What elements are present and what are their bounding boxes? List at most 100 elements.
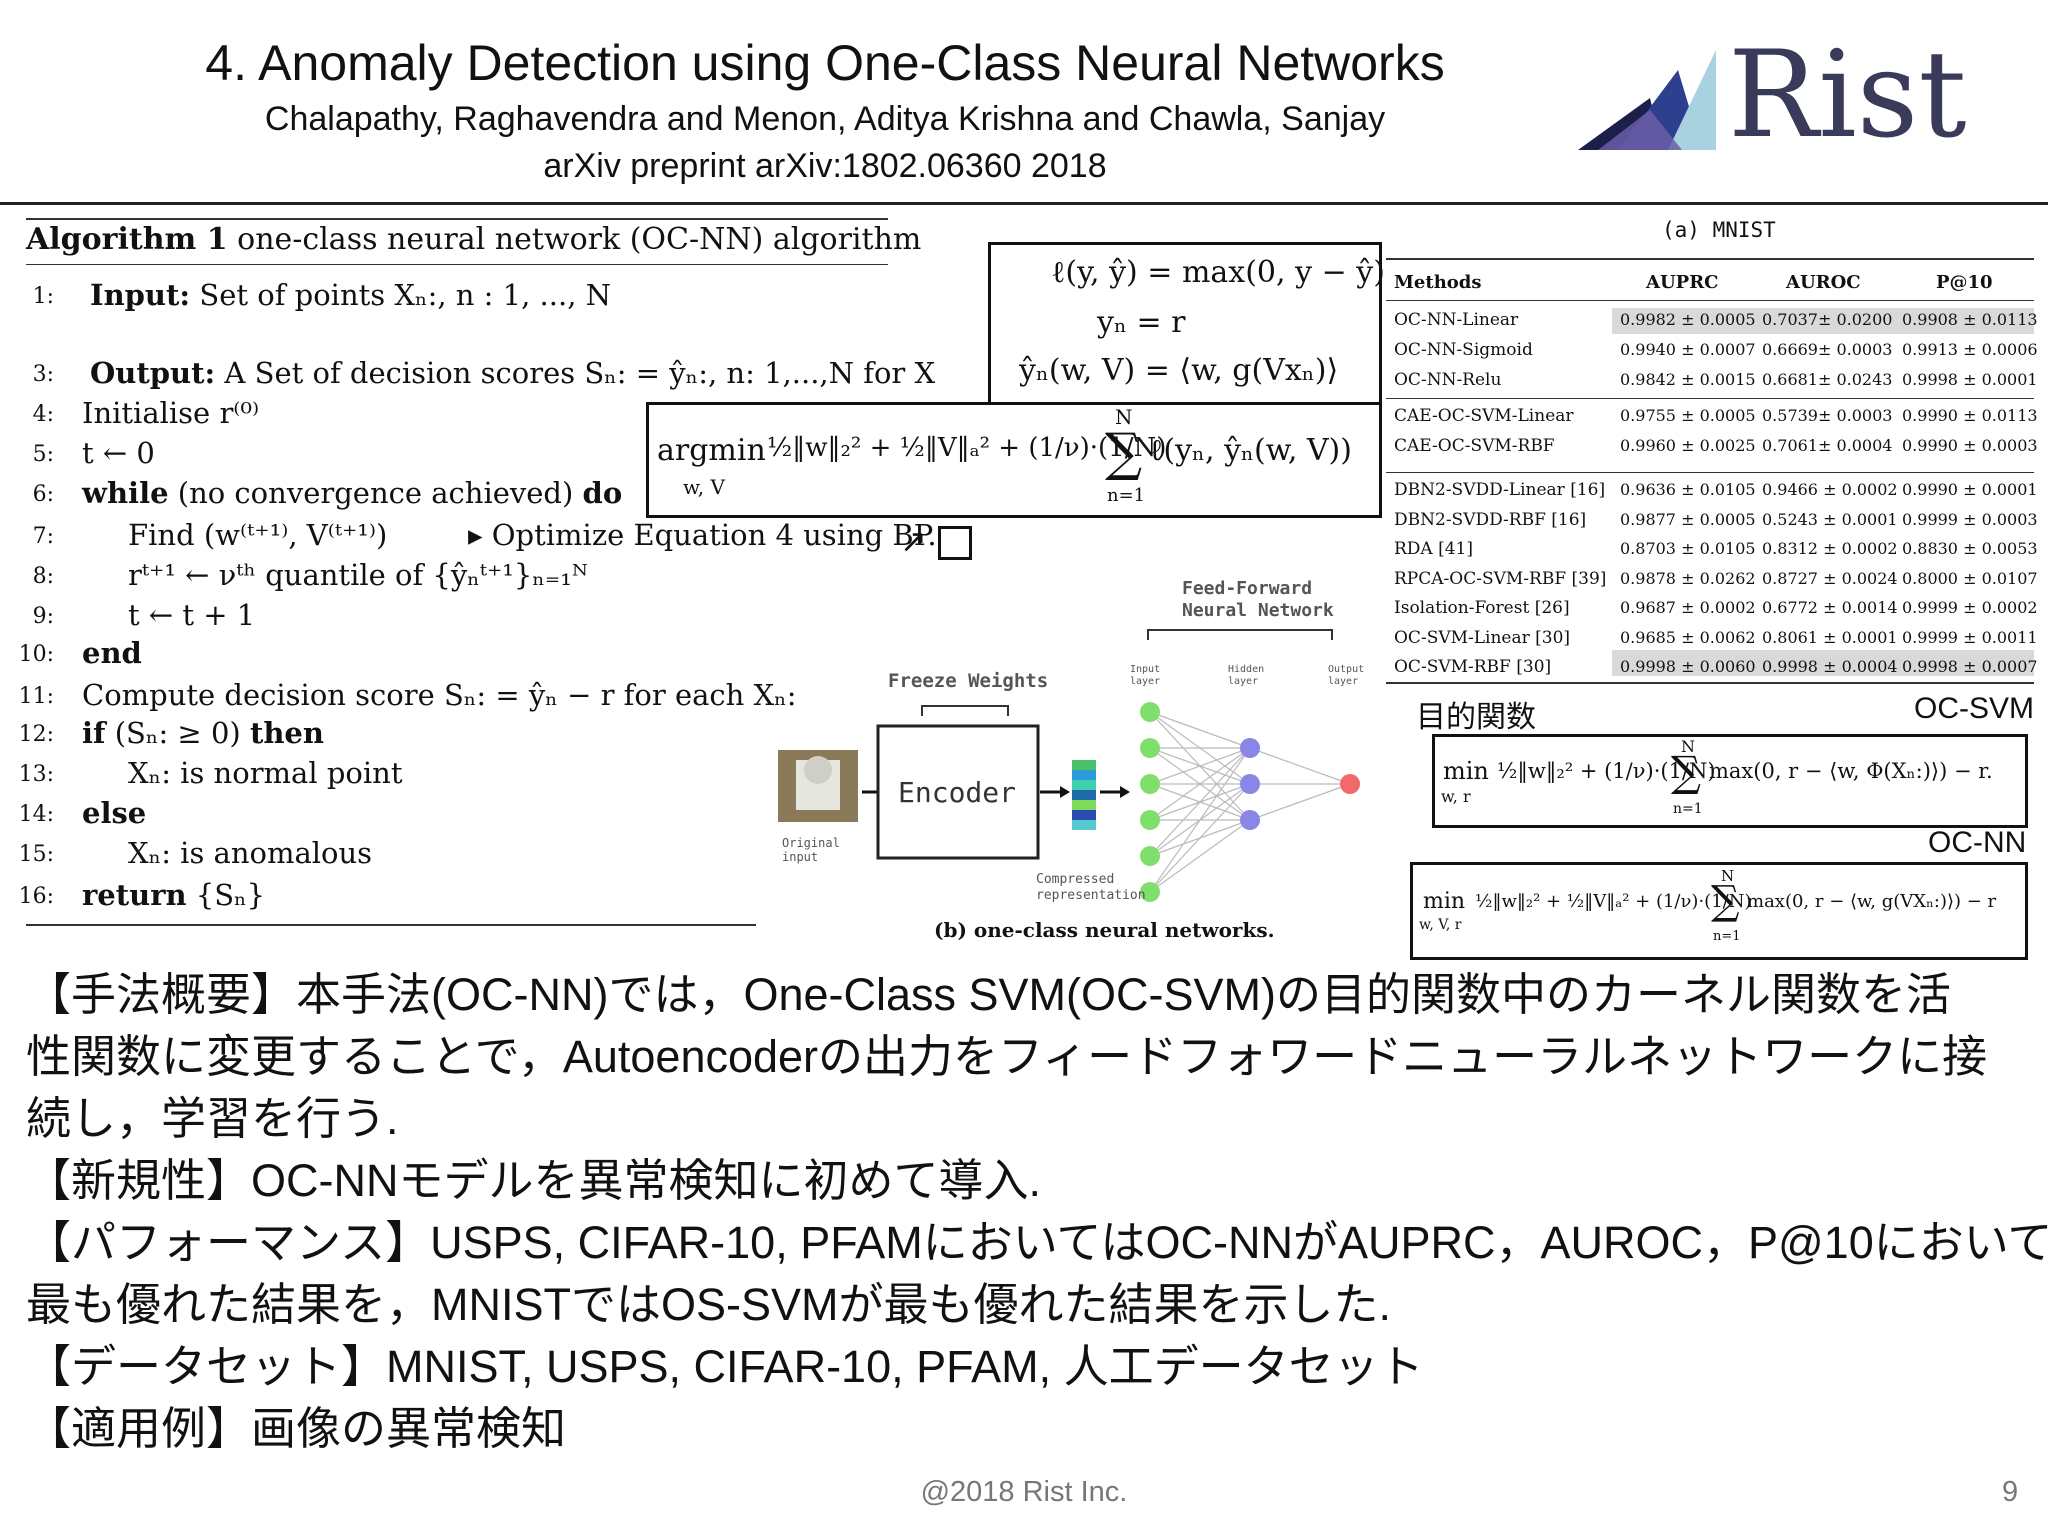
table-caption: (a) MNIST	[1662, 218, 1776, 242]
algorithm-line-number: 3:	[32, 362, 54, 387]
table-value-cell: 0.9999 ± 0.0002	[1902, 598, 2038, 617]
table-header-p10: P@10	[1936, 272, 1993, 293]
input-node	[1140, 774, 1160, 794]
table-value-cell: 0.5243 ± 0.0001	[1762, 509, 1898, 529]
table-value-cell: 0.9990 ± 0.0001	[1902, 480, 2038, 499]
ocsvm-sum-bottom: n=1	[1673, 801, 1703, 817]
rist-logo-mark	[1578, 50, 1716, 150]
table-rule-top	[1386, 258, 2034, 260]
table-value-cell: 0.7037± 0.0200	[1762, 310, 1893, 329]
arrow-2-head	[1060, 786, 1070, 798]
output-node	[1340, 774, 1360, 794]
compressed-label-1: Compressed	[1036, 872, 1115, 887]
table-method-cell: OC-SVM-Linear [30]	[1394, 627, 1571, 648]
objective-tail: ℓ(yₙ, ŷₙ(w, V))	[1149, 433, 1352, 468]
input-node	[1140, 846, 1160, 866]
hidden-node	[1240, 810, 1260, 830]
output-layer-nodes	[1340, 774, 1360, 794]
paper-authors: Chalapathy, Raghavendra and Menon, Adity…	[264, 100, 1386, 138]
table-value-cell: 0.8061 ± 0.0001	[1762, 627, 1898, 647]
loss-line-2: yₙ = r	[1097, 305, 1186, 340]
input-node	[1140, 882, 1160, 902]
ocsvm-tail: max(0, r − ⟨w, Φ(Xₙ:)⟩) − r.	[1709, 759, 1993, 783]
body-line-5: 【パフォーマンス】USPS, CIFAR-10, PFAMにおいてはOC-NNが…	[26, 1217, 2048, 1268]
diagram-caption: (b) one-class neural networks.	[934, 918, 1275, 942]
table-header-methods: Methods	[1394, 272, 1482, 293]
slide-title: 4. Anomaly Detection using One-Class Neu…	[205, 35, 1445, 91]
hidden-node	[1240, 738, 1260, 758]
algorithm-line-text: while (no convergence achieved) do	[82, 476, 623, 510]
cursor-arrow-icon: ↗	[900, 523, 927, 559]
loss-line-3: ŷₙ(w, V) = ⟨w, g(Vxₙ)⟩	[1019, 353, 1339, 388]
algorithm-comment: ▸ Optimize Equation 4 using BP.	[468, 518, 937, 552]
square-icon	[938, 526, 972, 560]
algorithm-line-number: 7:	[32, 524, 54, 549]
algorithm-rule-bottom	[26, 924, 756, 926]
ocnn-diagram	[778, 629, 1360, 902]
rist-logo: Rist	[1578, 36, 1998, 165]
header-divider	[0, 202, 2048, 205]
table-value-cell: 0.8703 ± 0.0105	[1620, 539, 1756, 558]
table-rule-group2	[1386, 472, 2034, 473]
algorithm-line-text: Xₙ: is anomalous	[128, 836, 373, 870]
algorithm-line-number: 9:	[32, 604, 54, 629]
objective-sum-top: N	[1115, 405, 1133, 429]
algorithm-line-number: 12:	[18, 722, 54, 747]
algorithm-line-text: Find (w⁽ᵗ⁺¹⁾, V⁽ᵗ⁺¹⁾)	[128, 518, 388, 552]
ocnn-formula-box: min w, V, r ½‖w‖₂² + ½‖V‖ₐ² + (1/ν)·(1/N…	[1410, 862, 2028, 960]
table-value-cell: 0.6772 ± 0.0014	[1762, 598, 1898, 617]
table-value-cell: 0.8830 ± 0.0053	[1902, 539, 2038, 558]
algorithm-line-number: 14:	[18, 802, 54, 827]
page-number: 9	[2002, 1476, 2019, 1508]
body-line-4: 【新規性】OC-NNモデルを異常検知に初めて導入.	[26, 1155, 1041, 1206]
table-highlight-row-1	[1612, 308, 2034, 334]
logo-wordmark: Rist	[1728, 26, 1967, 165]
table-value-cell: 0.9998 ± 0.0060	[1620, 657, 1756, 676]
table-method-cell: Isolation-Forest [26]	[1394, 598, 1570, 618]
algorithm-line-text: return {Sₙ}	[82, 878, 266, 912]
table-value-cell: 0.9990 ± 0.0113	[1902, 406, 2038, 425]
algorithm-line-number: 5:	[32, 442, 54, 467]
table-value-cell: 0.9636 ± 0.0105	[1620, 480, 1756, 499]
algorithm-title: Algorithm 1 one-class neural network (OC…	[26, 222, 921, 257]
algorithm-line-number: 10:	[18, 642, 54, 667]
body-line-8: 【適用例】画像の異常検知	[26, 1403, 567, 1454]
ocnn-label: OC-NN	[1928, 826, 2027, 859]
table-value-cell: 0.8727 ± 0.0024	[1762, 568, 1898, 588]
ffnn-title-1: Feed-Forward	[1182, 578, 1313, 599]
table-method-cell: OC-NN-Sigmoid	[1394, 340, 1533, 360]
table-value-cell: 0.9687 ± 0.0002	[1620, 598, 1756, 617]
table-highlight-row-last	[1612, 650, 2034, 676]
footer-copyright: @2018 Rist Inc.	[920, 1476, 1128, 1508]
table-value-cell: 0.7061± 0.0004	[1762, 436, 1893, 455]
original-input-label-2: input	[782, 850, 819, 864]
algorithm-line-text: t ← 0	[82, 436, 155, 470]
input-layer-label-2: layer	[1130, 676, 1161, 687]
encoder-label: Encoder	[898, 776, 1017, 809]
objective-sum-icon: ∑	[1105, 423, 1143, 483]
ocsvm-sum-top: N	[1681, 737, 1695, 756]
algorithm-line-text: if (Sₙ: ≥ 0) then	[82, 716, 324, 750]
table-value-cell: 0.9982 ± 0.0005	[1620, 310, 1756, 329]
algorithm-name: one-class neural network (OC-NN) algorit…	[237, 222, 922, 257]
ocsvm-min-sub: w, r	[1441, 787, 1471, 806]
table-value-cell: 0.8312 ± 0.0002	[1762, 539, 1898, 558]
algorithm-line-text: Output: A Set of decision scores Sₙ: = ŷ…	[90, 356, 936, 390]
body-line-2: 性関数に変更することで，Autoencoderの出力をフィードフォワードニューラ…	[26, 1031, 1988, 1082]
table-value-cell: 0.5739± 0.0003	[1762, 406, 1893, 425]
table-value-cell: 0.9999 ± 0.0003	[1902, 509, 2038, 529]
body-line-6: 最も優れた結果を，MNISTではOS-SVMが最も優れた結果を示した.	[26, 1279, 1392, 1330]
table-method-cell: OC-NN-Linear	[1394, 310, 1519, 330]
objective-box: argmin w, V ½‖w‖₂² + ½‖V‖ₐ² + (1/ν)·(1/N…	[646, 402, 1382, 518]
ocnn-terms: ½‖w‖₂² + ½‖V‖ₐ² + (1/ν)·(1/N)	[1475, 891, 1752, 912]
loss-line-1: ℓ(y, ŷ) = max(0, y − ŷ)	[1051, 255, 1385, 290]
input-layer-nodes	[1140, 702, 1160, 902]
objective-argmin: argmin	[657, 433, 766, 468]
ocnn-tail: max(0, r − ⟨w, g(VXₙ:)⟩) − r	[1747, 891, 1997, 912]
table-value-cell: 0.9999 ± 0.0011	[1902, 627, 2038, 647]
freeze-bracket	[921, 705, 1009, 716]
algorithm-line-number: 16:	[18, 884, 54, 909]
body-line-1: 【手法概要】本手法(OC-NN)では，One-Class SVM(OC-SVM)…	[26, 969, 1952, 1020]
table-value-cell: 0.9998 ± 0.0001	[1902, 370, 2038, 389]
ffnn-title-2: Neural Network	[1182, 600, 1334, 621]
